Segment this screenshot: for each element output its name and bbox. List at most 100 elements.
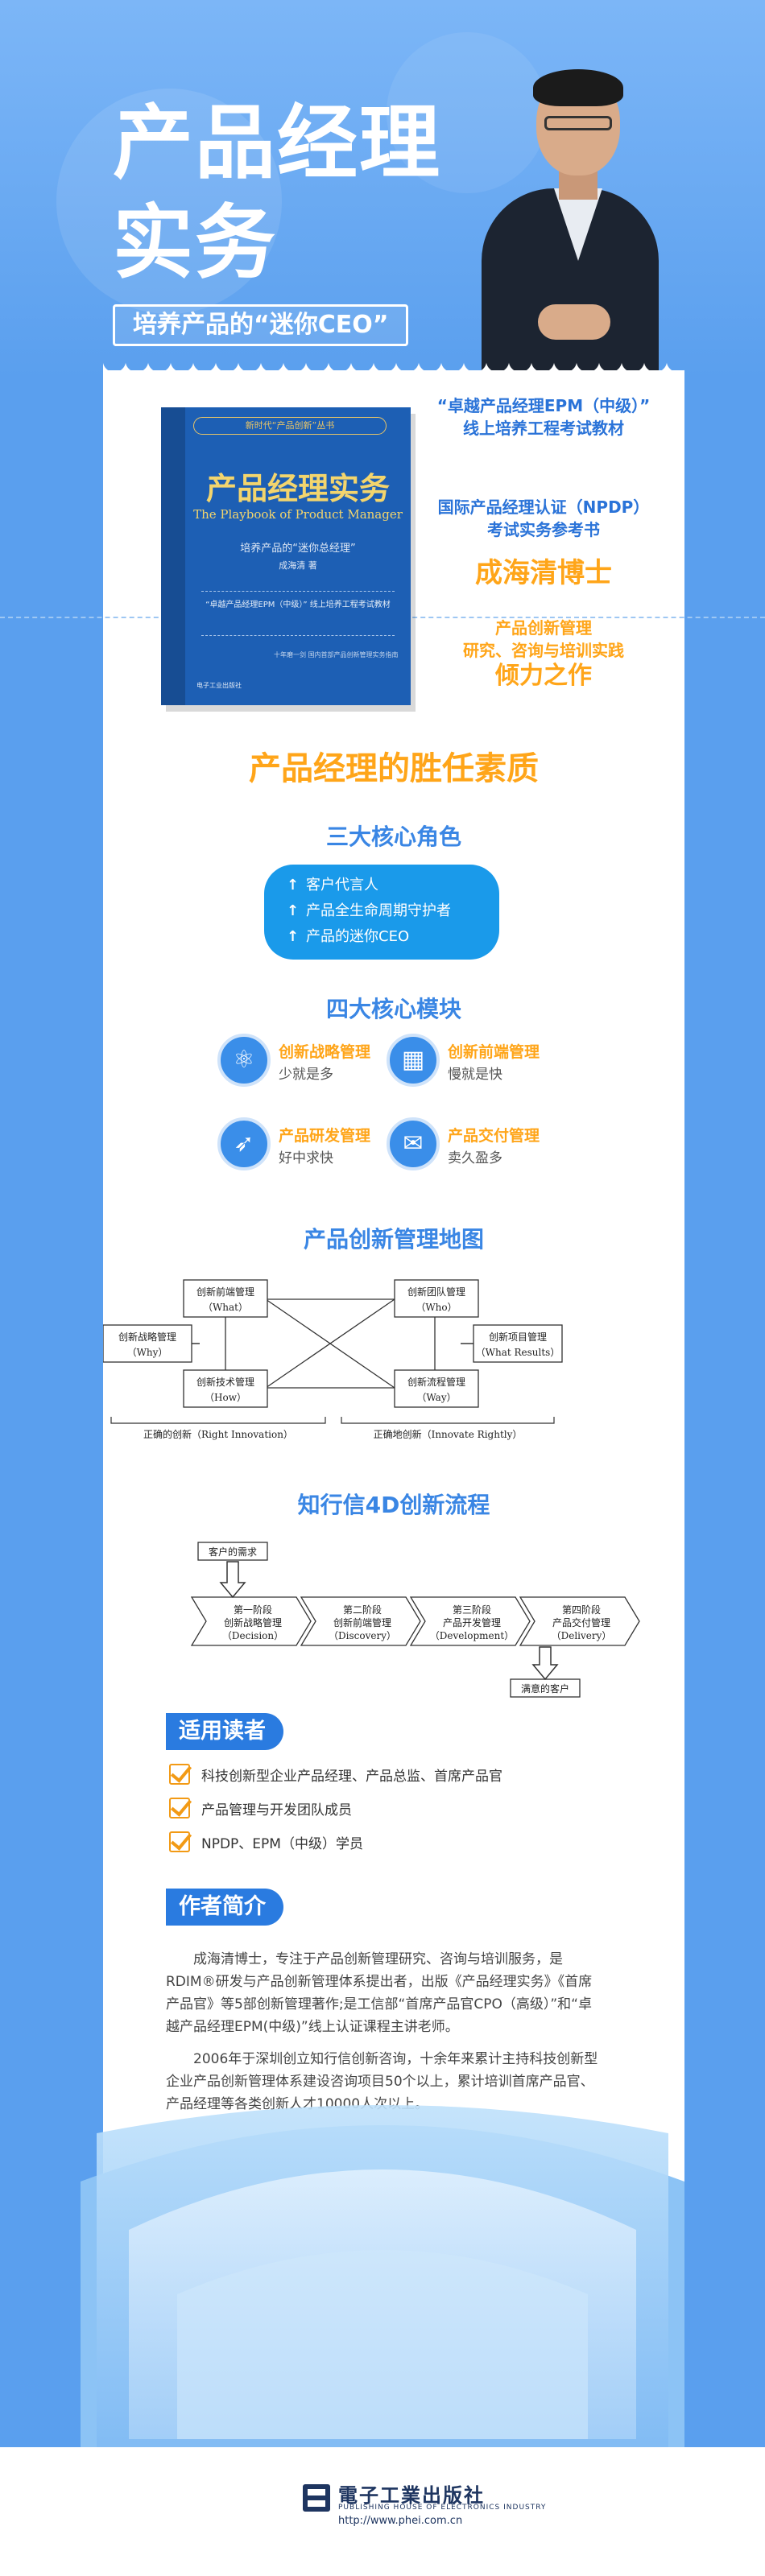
roles-title: 三大核心角色 (325, 824, 461, 850)
map-node-frontend (183, 1279, 268, 1318)
publisher-logo-icon (303, 2484, 330, 2512)
bottom-wave-decoration (81, 2105, 684, 2455)
competency-title: 产品经理的胜任素质 (249, 750, 539, 787)
svg-text:产品开发管理: 产品开发管理 (443, 1616, 501, 1629)
svg-text:创新前端管理: 创新前端管理 (196, 1286, 254, 1298)
map-label-right-innovation: 正确的创新（Right Innovation） (143, 1428, 293, 1440)
envelope-icon: ✉ (387, 1117, 440, 1170)
svg-text:创新流程管理: 创新流程管理 (407, 1376, 465, 1388)
innovation-map: 创新前端管理 （What） 创新团队管理 （Who） 创新战略管理 （Why） … (102, 1267, 684, 1444)
svg-text:（Why）: （Why） (127, 1347, 168, 1358)
map-node-process (394, 1369, 479, 1408)
flow-end-arrow (531, 1646, 559, 1681)
flow-start-arrow (219, 1561, 246, 1599)
svg-text:（Way）: （Way） (416, 1392, 456, 1403)
modules-title: 四大核心模块 (325, 996, 461, 1022)
card-perforation (103, 361, 684, 383)
arrow-up-icon: ↑ (287, 928, 300, 945)
intro-practice: 产品创新管理 研究、咨询与培训实践 (463, 618, 624, 660)
role-item: ↑客户代言人 (287, 873, 499, 898)
map-node-tech (183, 1369, 268, 1408)
svg-text:（What Results）: （What Results） (476, 1347, 560, 1358)
svg-text:创新前端管理: 创新前端管理 (333, 1616, 391, 1629)
map-label-innovate-rightly: 正确地创新（Innovate Rightly） (374, 1428, 523, 1440)
author-portrait (473, 39, 667, 378)
arrow-up-icon: ↑ (287, 877, 300, 894)
hero-title-line1: 产品经理 (113, 96, 441, 190)
intro-author: 成海清博士 (475, 557, 612, 589)
flow-stage-1 (190, 1596, 312, 1646)
roles-box: ↑客户代言人 ↑产品全生命周期守护者 ↑产品的迷你CEO (264, 865, 499, 960)
publisher-name-en: PUBLISHING HOUSE OF ELECTRONICS INDUSTRY (338, 2504, 547, 2512)
role-item: ↑产品全生命周期守护者 (287, 898, 499, 924)
svg-text:（Discovery）: （Discovery） (329, 1630, 396, 1641)
module-rnd: ➶ 产品研发管理 好中求快 (217, 1117, 387, 1182)
intro-epm: “卓越产品经理EPM（中级）” 线上培养工程考试教材 (436, 396, 651, 438)
svg-text:（Delivery）: （Delivery） (552, 1630, 612, 1641)
module-frontend: ▦ 创新前端管理 慢就是快 (387, 1034, 556, 1098)
book-cover: 新时代“产品创新”丛书 产品经理实务 The Playbook of Produ… (161, 407, 411, 705)
flow-diagram: 客户的需求 满意的客户 第一阶段 创新战略管理 （Decision） 第二阶段 … (103, 1534, 684, 1703)
map-node-strategy (102, 1324, 192, 1363)
publisher-name: 電子工業出版社 (338, 2483, 485, 2507)
reader-item: NPDP、EPM（中级）学员 (169, 1827, 363, 1856)
checkbox-icon (169, 1798, 190, 1818)
svg-text:第一阶段: 第一阶段 (234, 1604, 272, 1616)
author-bio-para1: 成海清博士，专注于产品创新管理研究、咨询与培训服务，是RDIM®研发与产品创新管… (166, 1951, 593, 2035)
reader-item: 产品管理与开发团队成员 (169, 1794, 352, 1823)
atom-icon: ⚛ (217, 1034, 271, 1087)
svg-text:创新战略管理: 创新战略管理 (118, 1331, 176, 1343)
flow-stage-4 (519, 1596, 640, 1646)
map-title: 产品创新管理地图 (303, 1226, 484, 1253)
reader-item: 科技创新型企业产品经理、产品总监、首席产品官 (169, 1760, 502, 1789)
book-author: 成海清 著 (279, 560, 317, 571)
svg-text:第三阶段: 第三阶段 (453, 1604, 491, 1616)
svg-text:创新战略管理: 创新战略管理 (224, 1616, 282, 1629)
hero-decoration (387, 32, 548, 193)
calendar-icon: ▦ (387, 1034, 440, 1087)
svg-text:（What）: （What） (203, 1302, 248, 1313)
svg-text:第四阶段: 第四阶段 (562, 1604, 601, 1616)
book-series: 新时代“产品创新”丛书 (193, 417, 387, 435)
flow-stage-2 (300, 1596, 421, 1646)
intro-masterpiece: 倾力之作 (495, 662, 592, 690)
rocket-icon: ➶ (217, 1117, 271, 1170)
intro-npdp: 国际产品经理认证（NPDP） 考试实务参考书 (437, 497, 650, 539)
footer (0, 2447, 765, 2576)
hero-tagline: 培养产品的“迷你CEO” (113, 304, 409, 346)
hero-banner: 产品经理 实务 培养产品的“迷你CEO” (0, 0, 765, 378)
book-title-en: The Playbook of Product Manager (193, 507, 403, 522)
svg-text:客户的需求: 客户的需求 (209, 1546, 257, 1558)
map-node-team (394, 1279, 479, 1318)
hero-title-line2: 实务 (113, 196, 277, 290)
author-tag: 作者简介 (166, 1889, 283, 1926)
map-node-project (473, 1324, 563, 1363)
svg-text:第二阶段: 第二阶段 (343, 1604, 382, 1616)
flow-title: 知行信4D创新流程 (297, 1492, 490, 1518)
svg-text:（Who）: （Who） (416, 1302, 457, 1313)
book-publisher: 电子工业出版社 (196, 682, 242, 689)
readers-tag: 适用读者 (166, 1713, 283, 1750)
svg-text:（How）: （How） (205, 1392, 246, 1403)
publisher-url[interactable]: http://www.phei.com.cn (338, 2515, 463, 2527)
svg-text:满意的客户: 满意的客户 (521, 1682, 569, 1695)
arrow-up-icon: ↑ (287, 902, 300, 919)
svg-text:创新项目管理: 创新项目管理 (489, 1331, 547, 1343)
book-badges: “卓越产品经理EPM（中级）” 线上培养工程考试教材 (201, 591, 395, 636)
flow-stage-3 (409, 1596, 531, 1646)
book-title: 产品经理实务 (205, 470, 390, 506)
content-card (103, 370, 684, 2447)
hero-decoration (56, 89, 282, 314)
svg-text:（Decision）: （Decision） (222, 1630, 283, 1641)
svg-text:产品交付管理: 产品交付管理 (552, 1616, 610, 1629)
module-delivery: ✉ 产品交付管理 卖久盈多 (387, 1117, 556, 1182)
svg-text:创新技术管理: 创新技术管理 (196, 1376, 254, 1388)
role-item: ↑产品的迷你CEO (287, 924, 499, 950)
checkbox-icon (169, 1764, 190, 1785)
book-spine (161, 407, 185, 705)
svg-text:（Development）: （Development） (430, 1630, 514, 1641)
checkbox-icon (169, 1831, 190, 1852)
flow-start-node (197, 1542, 268, 1561)
book-subtitle: 培养产品的“迷你总经理” (240, 543, 356, 555)
module-strategy: ⚛ 创新战略管理 少就是多 (217, 1034, 387, 1098)
